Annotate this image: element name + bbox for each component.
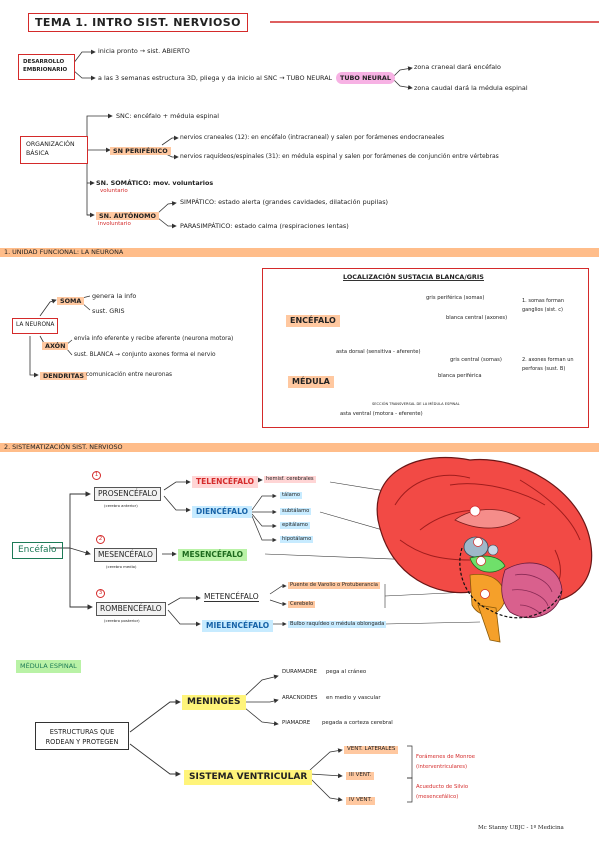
snp-label: SN PERIFÉRICO [110,147,171,156]
axon-blanca: sust. BLANCA → conjunto axones forma el … [74,352,216,358]
soma-gris: sust. GRIS [92,307,125,315]
localizacion-title: LOCALIZACIÓN SUSTACIA BLANCA/GRIS [343,273,484,282]
neurona-label: LA NEURONA [16,322,55,328]
zona-craneal: zona craneal dará encéfalo [414,63,501,71]
medula-espinal-tag: MÉDULA ESPINAL [16,660,81,673]
prosencefalo-box: PROSENCÉFALO [94,487,162,501]
foramenes-monro: Forámenes de Monroe (interventriculares) [416,754,476,771]
asta-dorsal: asta dorsal (sensitiva - aferente) [336,349,421,355]
neurona-box: LA NEURONA [12,318,58,334]
telencefalo-tag: TELENCÉFALO [192,476,259,488]
nervios-raquideos: nervios raquídeos/espinales (31): en méd… [180,153,499,160]
encefalo-tag: ENCÉFALO [286,315,340,327]
aracnoides-label: ARACNOIDES [282,695,318,701]
axon-label: AXÓN [42,342,69,351]
gris-periferica: gris periférica (somas) [426,295,485,301]
localizacion-panel [262,268,589,428]
prosencefalo-sub: (cerebro anterior) [104,503,138,508]
mesencefalo-sub: (cerebro medio) [106,564,137,569]
desarrollo-line2: a las 3 semanas estructura 3D, pliega y … [98,74,333,82]
voluntario-label: voluntario [100,188,128,194]
section-1-band [0,248,599,257]
duramadre-text: pega al cráneo [326,669,367,675]
piamadre-text: pegada a corteza cerebral [322,720,393,726]
blanca-periferica: blanca periférica [438,373,482,379]
bulbo-text: Bulbo raquídeo o médula oblongada [288,621,387,629]
note-ganglios: 1. somas forman ganglios (sist. c) [522,298,565,313]
footer-credit: Mc Stanny UBJC - 1º Medicina [478,825,564,831]
sn-autonomo: SN. AUTÓNOMO [96,212,159,221]
mielencefalo-tag: MIELENCÉFALO [202,620,274,632]
puente-text: Puente de Varolio o Protuberancia [288,582,380,590]
note-nervios: 2. axones forman un perforas (sust. B) [522,357,574,372]
desarrollo-box: DESARROLLO EMBRIONARIO [18,54,75,80]
sn-somatico: SN. SOMÁTICO: mov. voluntarios [96,179,214,187]
dendritas-label: DENDRITAS [40,372,88,381]
organizacion-label: ORGANIZACIÓN BÁSICA [26,141,75,157]
vent-4: IV VENT. [346,797,375,805]
rombencefalo-sub: (cerebro posterior) [104,618,140,623]
diencefalo-tag: DIENCÉFALO [192,506,252,518]
organizacion-box: ORGANIZACIÓN BÁSICA [20,136,88,164]
involuntario-label: involuntario [98,221,131,227]
cerebelo-text: Cerebelo [288,601,316,609]
epitalamo-text: epitálamo [280,522,310,530]
duramadre-label: DURAMADRE [282,669,317,675]
estructuras-box: ESTRUCTURAS QUE RODEAN Y PROTEGEN [35,722,129,750]
parasimpatico-text: PARASIMPÁTICO: estado calma (respiracion… [180,222,349,230]
subtalamo-text: subtálamo [280,508,312,516]
desarrollo-line1: inicia pronto → sist. ABIERTO [98,47,190,55]
tubo-neural-badge: TUBO NEURAL [336,72,395,85]
mesencefalo-tag: MESENCÉFALO [178,549,247,561]
soma-genera: genera la info [92,292,137,300]
acueducto-silvio: Acueducto de Silvio (mesencefálico) [416,784,469,801]
simpatico-text: SIMPÁTICO: estado alerta (grandes cavida… [180,198,389,206]
snc-text: SNC: encéfalo + médula espinal [116,112,220,120]
encefalo-box: Encéfalo [12,542,63,559]
medula-tag: MÉDULA [288,376,334,388]
vent-laterales: VENT. LATERALES [344,746,399,754]
nervios-craneales: nervios craneales (12): en encéfalo (int… [180,134,445,141]
brain-illustration [376,456,593,643]
mesencefalo-box: MESENCÉFALO [94,548,157,562]
section-2-header: 2. SISTEMATIZACIÓN SIST. NERVIOSO [4,443,123,451]
axon-envia: envía info eferente y recibe aferente (n… [74,336,234,342]
piamadre-label: PIAMADRE [282,720,311,726]
seccion-caption: SECCIÓN TRANSVERSAL DE LA MÉDULA ESPINAL [372,402,460,406]
zona-caudal: zona caudal dará la médula espinal [414,84,528,92]
blanca-central: blanca central (axones) [446,315,508,321]
soma-label: SOMA [57,297,85,306]
gris-central: gris central (somas) [450,357,502,363]
desarrollo-label: DESARROLLO EMBRIONARIO [23,59,68,73]
number-1-badge: 1 [92,471,101,480]
section-2-band [0,443,599,452]
talamo-text: tálamo [280,492,303,500]
page-title: TEMA 1. INTRO SIST. NERVIOSO [28,13,248,32]
sistema-ventricular-tag: SISTEMA VENTRICULAR [184,770,313,785]
hemisferios-text: hemisf. cerebrales [264,476,316,484]
meninges-tag: MENINGES [182,695,246,710]
number-2-badge: 2 [96,535,105,544]
aracnoides-text: en medio y vascular [326,695,381,701]
number-3-badge: 3 [96,589,105,598]
hipotalamo-text: hipotálamo [280,536,314,544]
section-1-header: 1. UNIDAD FUNCIONAL: LA NEURONA [4,248,124,256]
rombencefalo-box: ROMBENCÉFALO [96,602,166,616]
metencefalo-label: METENCÉFALO [204,592,259,602]
vent-3: III VENT. [346,772,375,780]
estructuras-label: ESTRUCTURAS QUE RODEAN Y PROTEGEN [45,728,119,746]
asta-ventral: asta ventral (motora - eferente) [340,411,423,417]
dendritas-text: comunicación entre neuronas [86,372,173,378]
